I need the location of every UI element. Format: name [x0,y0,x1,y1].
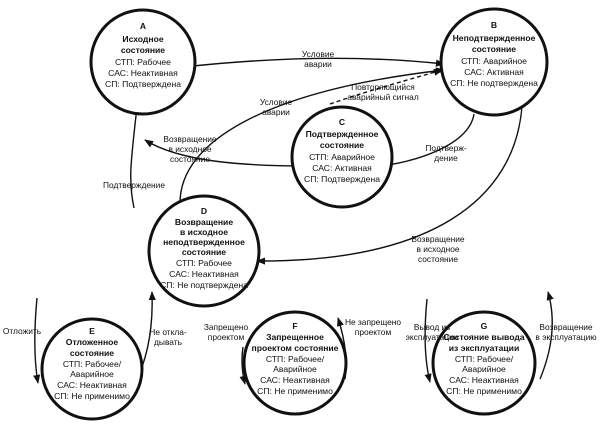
state-b-title-1: Неподтвержденное [453,33,536,43]
label-a-b-2: аварии [304,59,332,69]
state-f-line-2: Аварийное [273,364,317,374]
edge-c-to-b [329,68,443,105]
state-c-title-2: состояние [320,140,364,150]
label-g-out-1: Возвращение [539,322,593,332]
state-e-line-4: СП: Не применимо [54,391,130,401]
state-d-line-3: СП: Не подтверждена [160,280,248,290]
state-f: F Запрещенное проектом состояние СТП: Ра… [242,310,348,416]
edge-b-to-d [256,105,523,265]
state-d-title-4: состояние [182,247,226,257]
edge-into-f [239,346,247,385]
label-b-d-2: в исходное [416,244,459,254]
state-b-title-2: состояние [472,44,516,54]
label-d-a-1: Подтверждение [103,180,165,190]
state-c-line-2: САС: Активная [312,163,372,173]
edge-a-to-b [192,57,445,67]
label-c-a-2: в исходное [168,144,211,154]
state-b-line-3: СП: Не подтверждена [450,78,538,88]
state-e-letter: E [89,326,95,336]
state-e-title-1: Отложенное [66,337,119,347]
state-d-title-3: неподтвержденное [163,237,245,247]
state-g-line-1: СТП: Рабочее/ [455,354,514,364]
state-e: E Отложенное состояние СТП: Рабочее/ Ава… [40,317,144,421]
state-f-title-2: проектом состояние [252,343,339,353]
state-d-title-1: Возвращение [175,217,233,227]
edge-c-to-a [144,139,309,167]
state-c-letter: C [339,117,345,127]
label-g-in-1: Вывод из [414,322,450,332]
state-a-letter: A [140,21,146,31]
label-e-in: Отложить [3,326,42,336]
state-c-title-1: Подтвержденное [306,129,379,139]
state-e-line-3: САС: Неактивная [57,380,127,390]
state-b-line-1: СТП: Аварийное [461,56,527,66]
label-e-out-2: дывать [154,337,183,347]
label-g-in-2: эксплуатации [406,332,459,342]
edge-d-to-a [130,106,140,209]
state-f-title-1: Запрещенное [266,332,324,342]
label-g-out-2: в эксплуатацию [535,332,596,342]
label-f-in-1: Запрещено [204,322,249,332]
state-d-line-2: САС: Неактивная [169,269,239,279]
state-e-title-2: состояние [70,348,114,358]
state-c: C Подтвержденное состояние СТП: Аварийно… [290,105,394,209]
state-b: B Неподтвержденное состояние СТП: Аварий… [439,7,549,117]
state-a: A Исходное состояние СТП: Рабочее САС: Н… [89,8,197,116]
state-g-line-3: САС: Неактивная [449,375,519,385]
state-e-line-2: Аварийное [70,369,114,379]
label-f-out-1: Не запрещено [345,317,401,327]
state-b-letter: B [491,20,497,30]
state-g-title-1: Состояние вывода [443,332,524,342]
label-d-b-2: аварии [262,107,290,117]
state-b-line-2: САС: Активная [464,67,524,77]
state-g-line-4: СП: Не применимо [446,386,522,396]
label-b-d-1: Возвращение [411,234,465,244]
label-b-d-3: состояние [418,254,458,264]
label-a-b-1: Условие [302,49,335,59]
state-g: G Состояние вывода из эксплуатации СТП: … [431,310,537,416]
state-e-line-1: СТП: Рабочее/ [63,359,122,369]
state-d-title-2: в исходное [180,227,228,237]
state-f-line-4: СП: Не применимо [257,386,333,396]
state-c-line-3: СП: Подтверждена [304,174,380,184]
state-a-title-1: Исходное [122,34,163,44]
state-f-line-1: СТП: Рабочее/ [266,354,325,364]
state-d: D Возвращение в исходное неподтвержденно… [147,194,261,308]
label-c-b-1: Повторяющийся [351,82,415,92]
label-b-c-2: дение [434,153,458,163]
label-d-b-1: Условие [260,97,293,107]
state-f-letter: F [292,321,297,331]
state-f-line-3: САС: Неактивная [260,375,330,385]
state-g-line-2: Аварийное [462,364,506,374]
edge-d-to-b [179,67,445,204]
label-f-in-2: проектом [208,332,245,342]
state-d-letter: D [201,206,207,216]
state-g-title-2: из эксплуатации [449,343,519,353]
label-c-b-2: аварийный сигнал [347,92,419,102]
edge-into-g [424,298,432,383]
label-e-out-1: Не откла- [149,327,187,337]
state-a-title-2: состояние [121,45,165,55]
state-c-line-1: СТП: Аварийное [309,152,375,162]
edge-out-of-g [539,291,554,380]
edge-labels: Условие аварии Повторяющийся аварийный с… [3,49,597,347]
state-g-letter: G [481,321,488,331]
state-a-line-2: САС: Неактивная [108,68,178,78]
label-c-a-3: состояние [170,154,210,164]
label-b-c-1: Подтверж- [425,143,466,153]
edge-into-e [33,297,41,384]
state-a-line-1: СТП: Рабочее [115,57,171,67]
state-a-line-3: СП: Подтверждена [105,79,181,89]
state-d-line-1: СТП: Рабочее [176,258,232,268]
label-f-out-2: проектом [355,327,392,337]
label-c-a-1: Возвращение [163,134,217,144]
